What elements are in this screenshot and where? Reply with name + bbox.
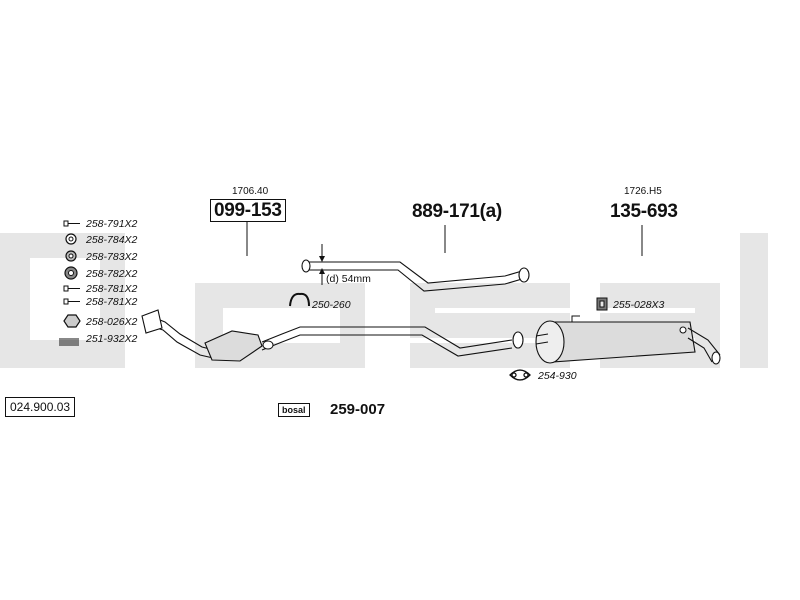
- rear-silencer-body: [547, 321, 696, 363]
- hardware-label: 258-026X2: [86, 316, 138, 328]
- washer-icon: [65, 233, 77, 245]
- dim-arrow-top-head: [319, 256, 325, 262]
- bolt-icon: [63, 298, 80, 305]
- clamp-label: 254-930: [538, 370, 577, 382]
- dim-arrow-bottom-head: [319, 268, 325, 274]
- rear-silencer-endcap: [535, 320, 565, 364]
- spring-washer-icon: [65, 250, 77, 262]
- front-pipe-end: [512, 331, 524, 349]
- clamp-label: 250-260: [312, 299, 351, 311]
- middle-pipe-end: [518, 267, 530, 283]
- tailpipe-end: [711, 351, 721, 365]
- hardware-label: 258-784X2: [86, 234, 138, 246]
- hardware-label: 258-781X2: [86, 283, 138, 295]
- hardware-label: 258-791X2: [86, 218, 138, 230]
- hex-nut-icon: [63, 314, 81, 328]
- hardware-label: 258-783X2: [86, 251, 138, 263]
- bolt-icon: [63, 220, 80, 227]
- bolt-icon: [63, 285, 80, 292]
- kit-part-number: 259-007: [330, 401, 386, 418]
- silencer-hanger: [571, 315, 580, 322]
- rear-silencer-part-number: 135-693: [610, 201, 678, 222]
- flange-front: [141, 309, 163, 334]
- middle-pipe-dimension: (d) 54mm: [326, 273, 371, 285]
- middle-pipe-start: [301, 259, 311, 273]
- cat-sensor-boss: [262, 340, 274, 350]
- nut-icon: [64, 266, 78, 280]
- hardware-label: 258-781X2: [86, 296, 138, 308]
- hardware-label: 251-932X2: [86, 333, 138, 345]
- front-pipe-drawing: [149, 315, 513, 361]
- spring-icon: [59, 338, 79, 346]
- hardware-label: 258-782X2: [86, 268, 138, 280]
- front-pipe-header: 1706.40: [232, 186, 269, 197]
- rear-silencer-inlet: [535, 333, 549, 345]
- catalytic-converter: [204, 330, 263, 362]
- clamp-icon: [509, 369, 531, 381]
- middle-pipe-part-number: 889-171(a): [412, 201, 502, 222]
- rear-tailpipe: [687, 327, 721, 363]
- front-pipe-part-number: 099-153: [210, 199, 286, 222]
- clamp-label: 255-028X3: [613, 299, 665, 311]
- kit-brand-badge: bosal: [278, 403, 310, 417]
- rear-silencer-header: 1726.H5: [624, 186, 662, 197]
- silencer-hanger-2: [679, 326, 687, 334]
- diagram-reference: 024.900.03: [5, 397, 76, 417]
- middle-pipe-drawing: [305, 261, 523, 292]
- rubber-mount-icon: [596, 297, 608, 311]
- clamp-icon: [289, 292, 310, 307]
